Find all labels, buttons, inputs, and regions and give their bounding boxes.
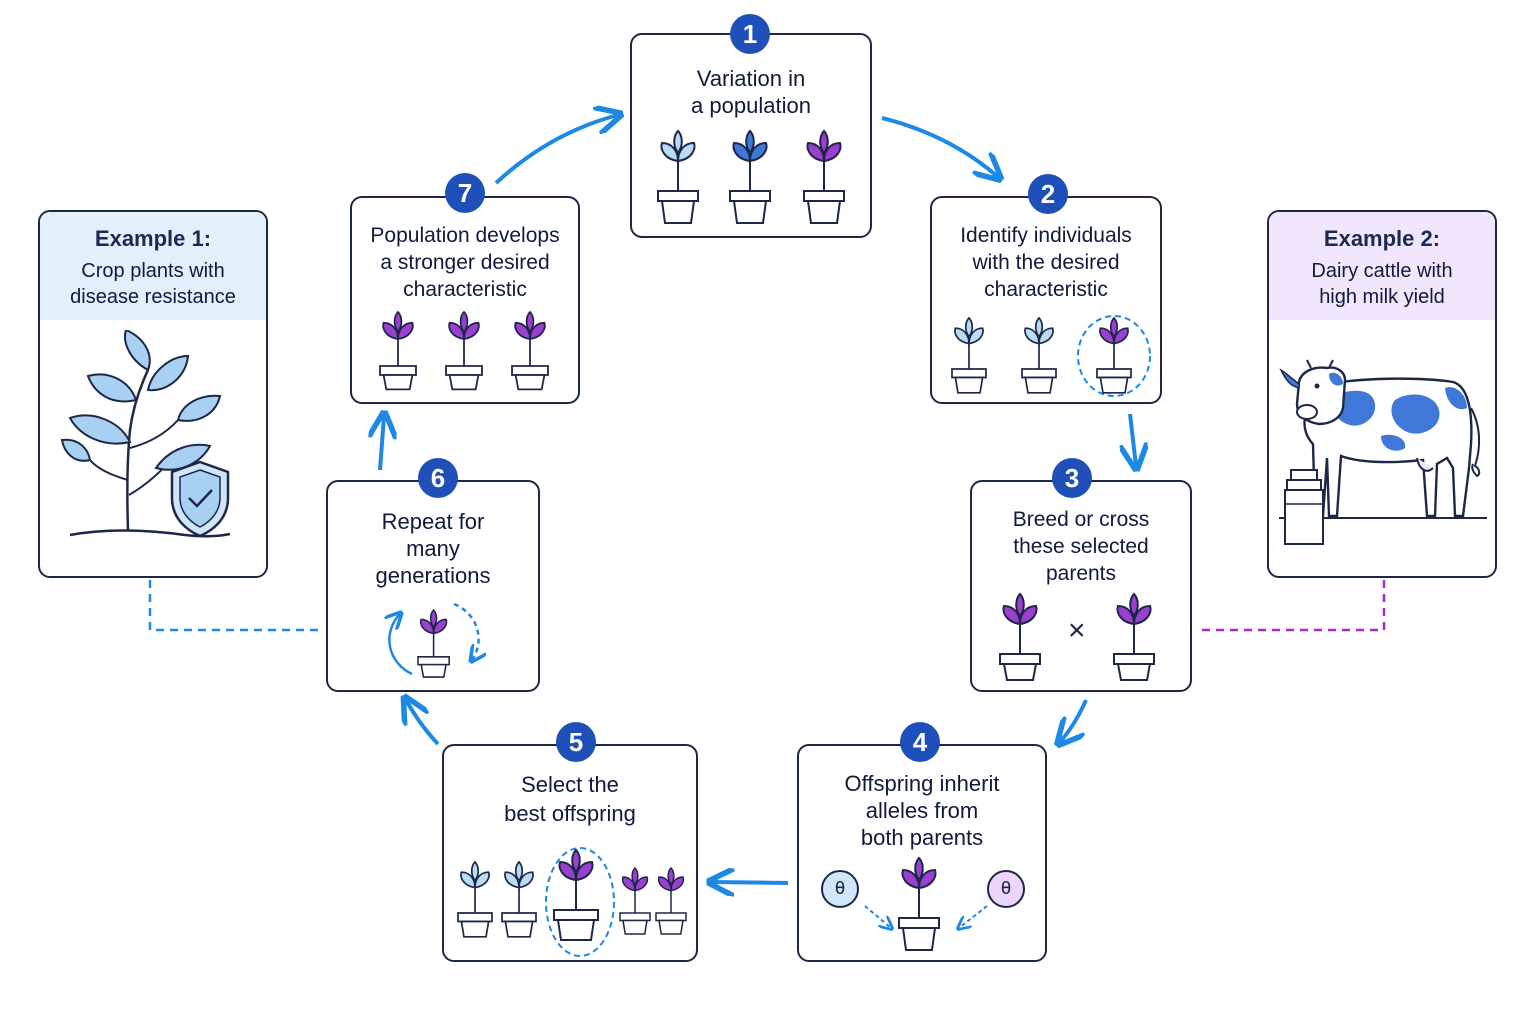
plant-purple-icon (379, 310, 417, 391)
plant-purple-icon (619, 866, 651, 935)
example-2-subtitle: Dairy cattle with high milk yield (1269, 258, 1495, 310)
example-2-header (1269, 212, 1495, 320)
example-2-title: Example 2: (1323, 226, 1441, 251)
step-4-box: Offspring inherit alleles from both pare… (797, 744, 1047, 962)
shield-icon (170, 460, 230, 538)
selection-highlight (1077, 315, 1151, 397)
step-7-box: Population develops a stronger desired c… (350, 196, 580, 404)
plant-blue-icon (729, 129, 771, 224)
plant-purple-icon (803, 129, 845, 224)
plant-light-icon (501, 860, 537, 938)
cow-icon (1279, 359, 1487, 545)
example-1-title: Example 1: (94, 226, 212, 251)
step-1-number: 1 (730, 14, 770, 54)
step-7-plants (379, 310, 549, 391)
example-2-line1: Dairy cattle with (1311, 260, 1453, 282)
plant-purple-icon (1113, 592, 1155, 681)
plant-light-icon (951, 316, 987, 394)
example-1-line1: Crop plants with (81, 260, 225, 282)
step-4-line2: alleles from (865, 798, 979, 823)
example-1-header (40, 212, 266, 320)
example-2-line2: high milk yield (1319, 286, 1445, 308)
step-3-number: 3 (1052, 458, 1092, 498)
allele-blue-icon: θ (821, 870, 859, 908)
step-3-line1: Breed or cross (1012, 508, 1150, 531)
arrow-7-to-1 (494, 115, 618, 185)
step-5-plants (457, 847, 687, 957)
step-2-plants (951, 315, 1151, 397)
step-4-line3: both parents (860, 825, 984, 850)
example-2-card: Example 2: Dairy cattle with high milk y… (1267, 210, 1497, 578)
step-2-number: 2 (1028, 174, 1068, 214)
step-3-plants (999, 592, 1041, 681)
arrow-3-to-4 (1060, 699, 1088, 742)
arrow-6-to-7 (380, 416, 384, 471)
step-2-line2: with the desired (972, 251, 1120, 274)
step-3-plants-right (1113, 592, 1155, 681)
arrow-2-to-3 (1130, 413, 1136, 466)
step-1-line1: Variation in (696, 66, 806, 91)
example-1-subtitle: Crop plants with disease resistance (40, 258, 266, 310)
step-6-line2: many (406, 536, 460, 561)
arrow-4-to-5 (712, 882, 789, 883)
step-1-line2: a population (691, 93, 811, 118)
step-5-box: Select the best offspring (442, 744, 698, 962)
allele-purple-icon: θ (987, 870, 1025, 908)
step-2-line3: characteristic (984, 278, 1108, 301)
step-4-line1: Offspring inherit (844, 771, 1000, 796)
plant-light-icon (1021, 316, 1057, 394)
step-3-line3: parents (1045, 562, 1117, 585)
step-1-plants (657, 129, 845, 224)
plant-purple-icon (1096, 316, 1132, 394)
cross-symbol: × (1068, 614, 1086, 647)
step-6-number: 6 (418, 458, 458, 498)
plant-purple-icon (511, 310, 549, 391)
step-2-box: Identify individuals with the desired ch… (930, 196, 1162, 404)
plant-purple-icon (553, 848, 599, 941)
step-6-line1: Repeat for (381, 509, 485, 534)
plant-light-icon (657, 129, 699, 224)
step-4-offspring (864, 856, 988, 951)
step-7-line2: a stronger desired (380, 251, 550, 274)
arrow-5-to-6 (406, 700, 440, 746)
cycle-icon (382, 602, 486, 678)
plant-shield-icon (60, 330, 231, 538)
step-7-number: 7 (445, 173, 485, 213)
milk-can-icon (1284, 469, 1324, 545)
step-5-number: 5 (556, 722, 596, 762)
plant-purple-icon (898, 856, 940, 951)
selection-highlight (545, 847, 615, 957)
step-7-line1: Population develops (370, 224, 560, 247)
plant-purple-icon (417, 608, 450, 678)
plant-purple-icon (445, 310, 483, 391)
step-5-line2: best offspring (504, 801, 636, 826)
step-5-line1: Select the (521, 772, 619, 797)
step-1-box: Variation in a population (630, 33, 872, 238)
step-3-line2: these selected (1013, 535, 1149, 558)
step-3-box: Breed or cross these selected parents × (970, 480, 1192, 692)
plant-light-icon (457, 860, 493, 938)
example-1-line2: disease resistance (70, 286, 236, 308)
step-6-box: Repeat for many generations (326, 480, 540, 692)
plant-purple-icon (655, 866, 687, 935)
example-1-card: Example 1: Crop plants with disease resi… (38, 210, 268, 578)
example-2-link (1198, 580, 1386, 632)
example-1-link (148, 580, 320, 632)
arrow-1-to-2 (881, 116, 998, 177)
step-4-number: 4 (900, 722, 940, 762)
step-6-line3: generations (375, 563, 491, 588)
step-7-line3: characteristic (403, 278, 527, 301)
plant-purple-icon (999, 592, 1041, 681)
step-2-line1: Identify individuals (960, 224, 1132, 247)
